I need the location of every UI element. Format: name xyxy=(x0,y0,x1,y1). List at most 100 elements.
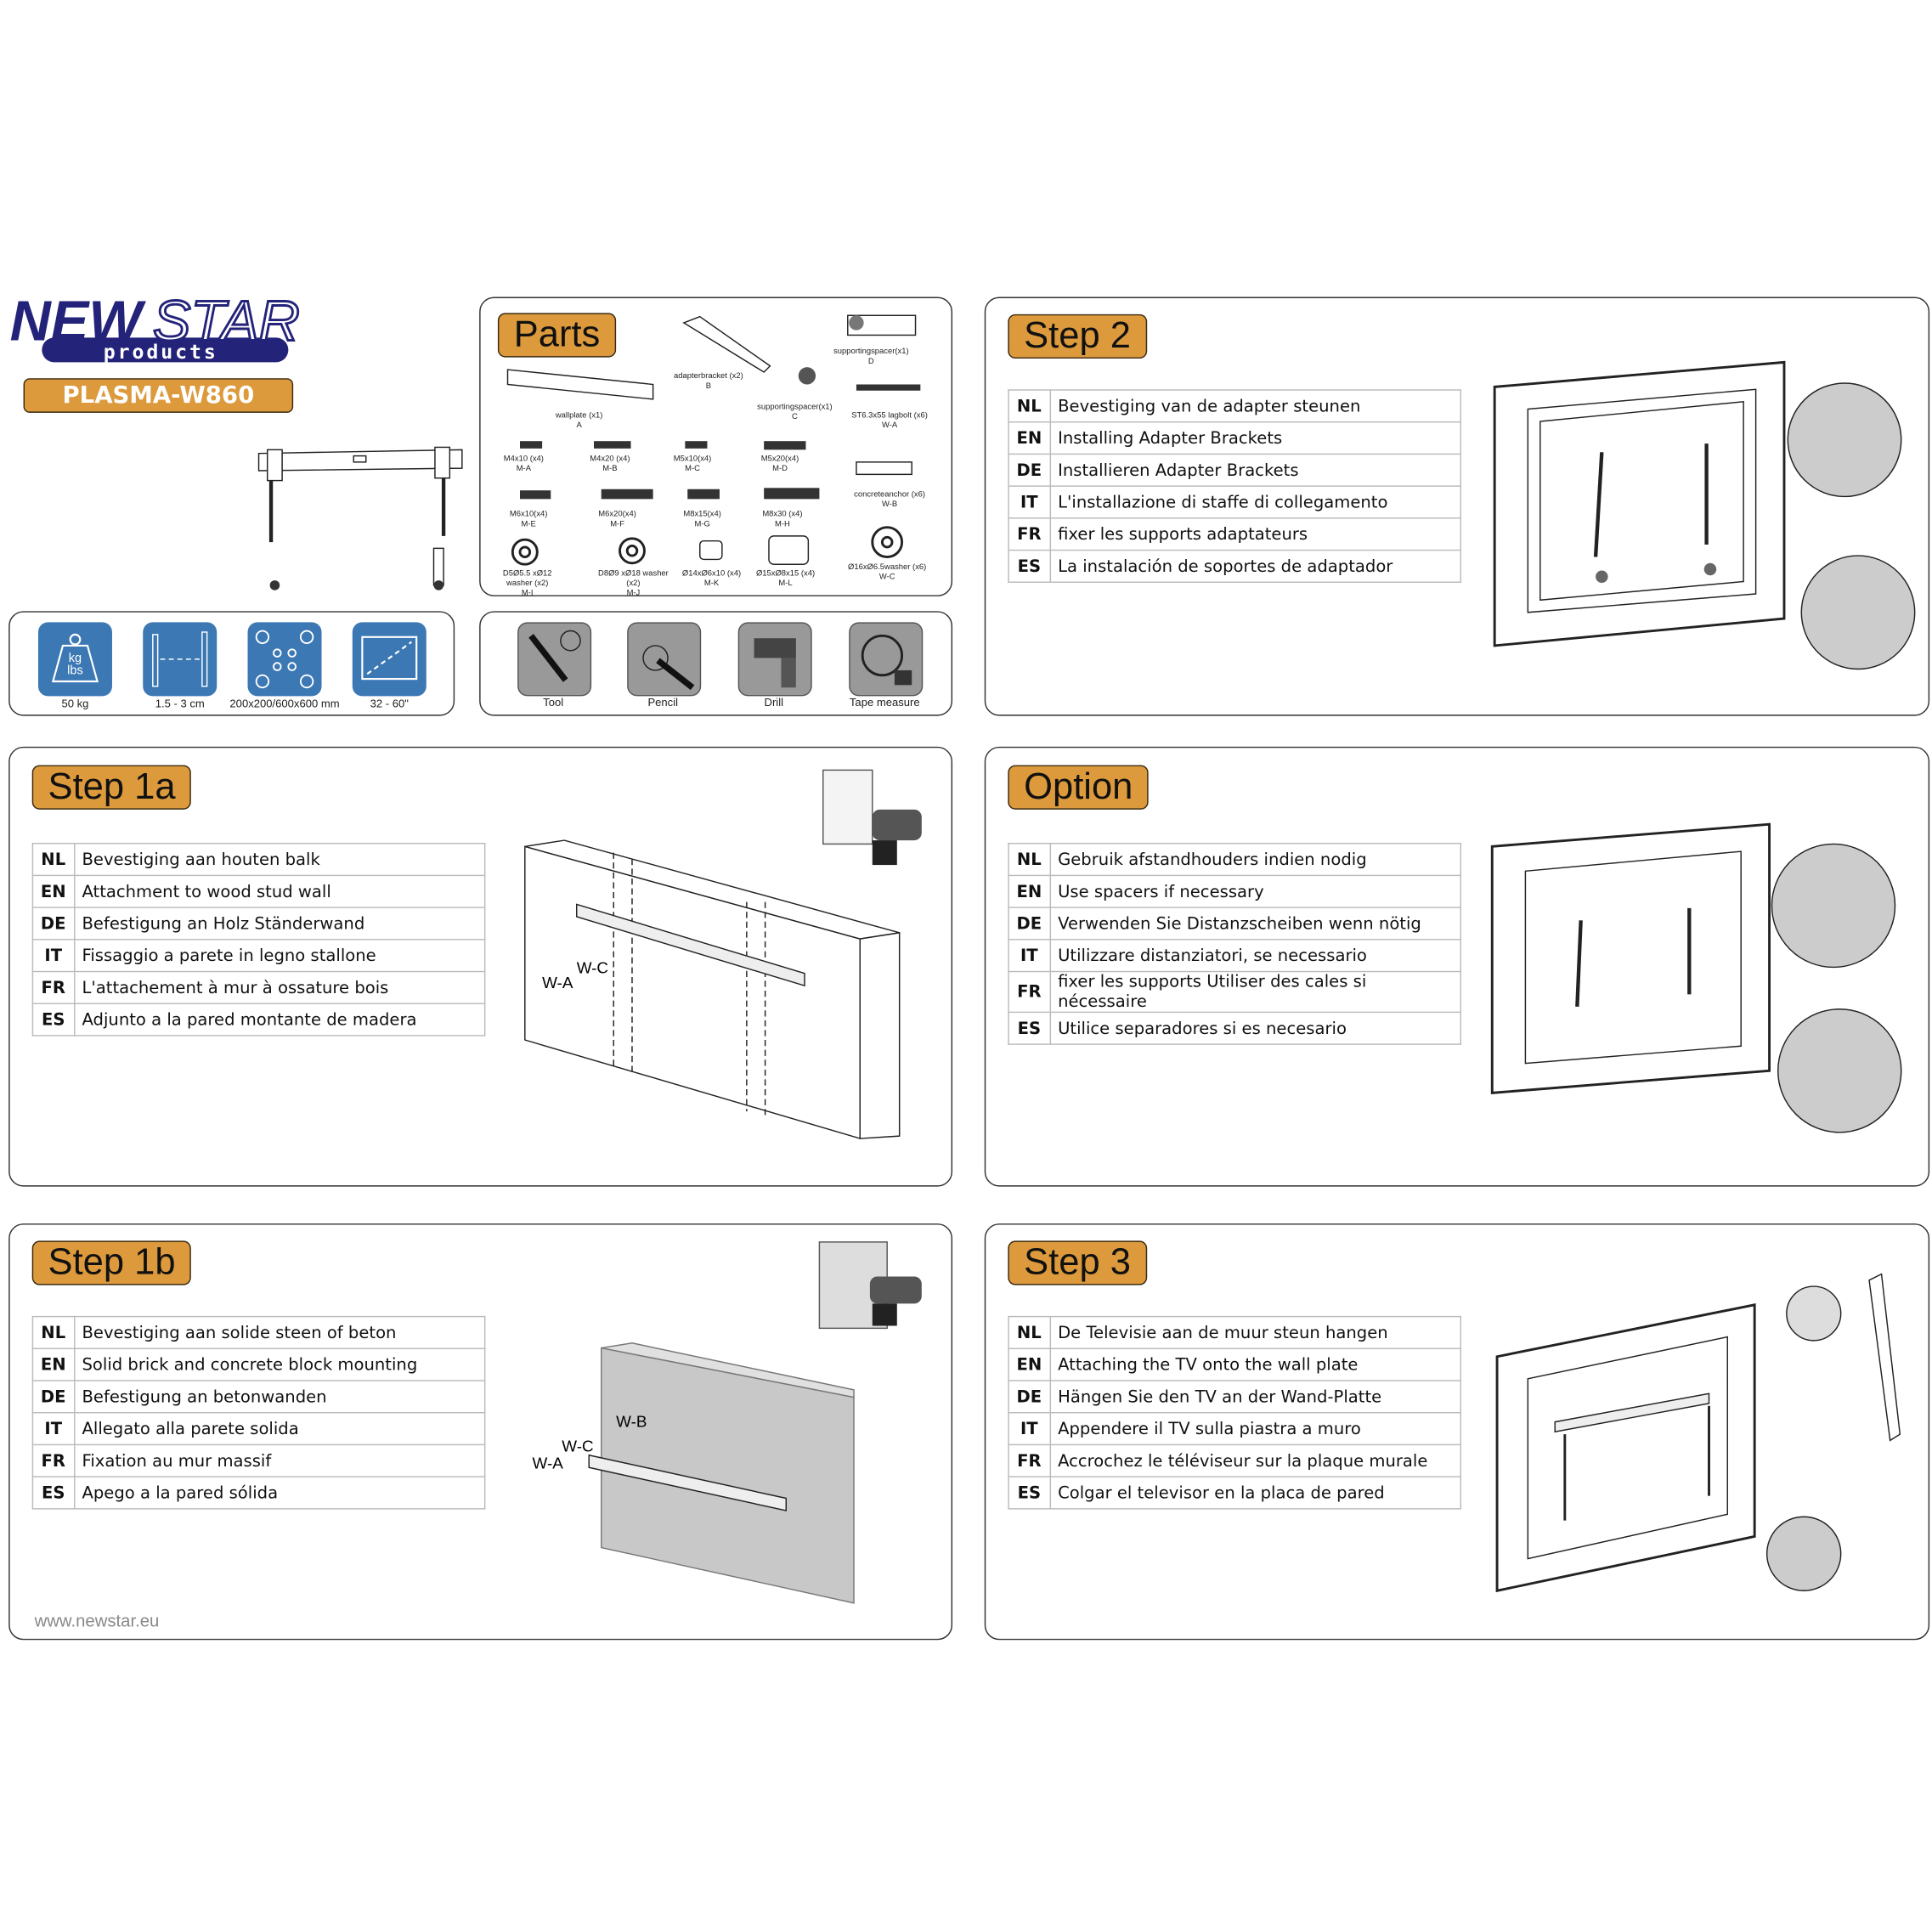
language-code: IT xyxy=(31,939,75,973)
part-label: M8x15(x4)M-G xyxy=(683,510,721,529)
language-code: IT xyxy=(1008,485,1051,519)
part-label: D5Ø5.5 xØ12 washer (x2)M-I xyxy=(502,569,552,598)
instruction-text: Adjunto a la pared montante de madera xyxy=(73,1003,485,1037)
step1b-title: Step 1b xyxy=(31,1240,192,1285)
language-code: DE xyxy=(1008,453,1051,487)
step2-illustration xyxy=(1493,360,1916,670)
part-label: M8x30 (x4)M-H xyxy=(762,510,803,529)
part-label: M4x10 (x4)M-A xyxy=(503,455,544,473)
instruction-text: Utilice separadores si es necesario xyxy=(1048,1011,1461,1045)
instruction-text: Attaching the TV onto the wall plate xyxy=(1048,1347,1461,1381)
tool-label: Tape measure xyxy=(849,696,920,709)
step3-illustration xyxy=(1495,1273,1901,1593)
tool-label: Drill xyxy=(764,696,784,709)
brick-wall-illustration: W-B W-C W-A xyxy=(533,1241,922,1604)
tool-label: Tool xyxy=(543,696,564,709)
language-code: NL xyxy=(1008,842,1051,877)
instruction-text: Accrochez le téléviseur sur la plaque mu… xyxy=(1048,1443,1461,1477)
language-code: DE xyxy=(1008,907,1051,941)
part-label: M6x20(x4)M-F xyxy=(598,510,636,529)
parts-title: Parts xyxy=(497,313,617,358)
instruction-text: L'attachement à mur à ossature bois xyxy=(73,970,485,1004)
language-code: FR xyxy=(1008,1443,1051,1477)
language-code: EN xyxy=(31,874,75,908)
language-code: DE xyxy=(31,1380,75,1414)
step1a-title: Step 1a xyxy=(31,765,192,810)
svg-text:W-A: W-A xyxy=(533,1455,564,1472)
spec-label: 200x200/600x600 mm xyxy=(229,697,340,710)
language-code: EN xyxy=(1008,421,1051,455)
language-code: DE xyxy=(1008,1380,1051,1414)
instruction-text: Use spacers if necessary xyxy=(1048,874,1461,908)
part-label: concreteanchor (x6)W-B xyxy=(854,490,926,509)
part-label: M5x10(x4)M-C xyxy=(673,455,712,473)
instruction-text: fixer les supports adaptateurs xyxy=(1048,517,1461,551)
part-label: Ø15xØ8x15 (x4)M-L xyxy=(755,569,816,588)
svg-text:products: products xyxy=(104,341,218,364)
instruction-text: Installieren Adapter Brackets xyxy=(1048,453,1461,487)
language-code: FR xyxy=(31,1443,75,1477)
svg-text:W-A: W-A xyxy=(542,974,573,991)
svg-text:lbs: lbs xyxy=(67,664,83,677)
svg-text:kg: kg xyxy=(69,652,82,665)
instruction-text: Allegato alla parete solida xyxy=(73,1411,485,1446)
parts-panel: Parts wallplate (x1)A adapterbracket (x2… xyxy=(479,297,953,598)
language-code: EN xyxy=(1008,874,1051,908)
option-illustration xyxy=(1490,822,1902,1133)
instruction-text: Befestigung an betonwanden xyxy=(73,1380,485,1414)
step2-title: Step 2 xyxy=(1008,314,1147,359)
language-code: IT xyxy=(1008,939,1051,973)
part-label: supportingspacer(x1)D xyxy=(833,347,909,366)
language-code: IT xyxy=(1008,1411,1051,1446)
language-code: FR xyxy=(1008,517,1051,551)
distance-icon xyxy=(143,622,217,697)
part-label: M5x20(x4)M-D xyxy=(760,455,799,473)
instruction-text: Hängen Sie den TV an der Wand-Platte xyxy=(1048,1380,1461,1414)
language-code: ES xyxy=(1008,1476,1051,1510)
pencil-icon xyxy=(627,622,702,697)
website-link[interactable]: www.newstar.eu xyxy=(34,1610,160,1630)
drill-icon xyxy=(737,622,812,697)
language-code: NL xyxy=(31,842,75,877)
language-code: FR xyxy=(1008,970,1051,1014)
language-code: FR xyxy=(31,970,75,1004)
part-label: Ø14xØ6x10 (x4)M-K xyxy=(681,569,742,588)
language-code: ES xyxy=(1008,549,1051,583)
instruction-text: Fissaggio a parete in legno stallone xyxy=(73,939,485,973)
parts-illustrations xyxy=(506,314,921,566)
language-code: EN xyxy=(1008,1347,1051,1381)
tools-panel: Tool Pencil Drill Tape measure xyxy=(479,611,953,716)
svg-text:W-C: W-C xyxy=(577,959,608,977)
step3-title: Step 3 xyxy=(1008,1240,1147,1285)
instruction-text: De Televisie aan de muur steun hangen xyxy=(1048,1315,1461,1350)
newstar-logo: NEW STAR products xyxy=(8,289,316,364)
part-label: adapterbracket (x2)B xyxy=(673,371,743,391)
part-label: D8Ø9 xØ18 washer (x2)M-J xyxy=(598,569,669,598)
svg-text:STAR: STAR xyxy=(153,290,300,353)
